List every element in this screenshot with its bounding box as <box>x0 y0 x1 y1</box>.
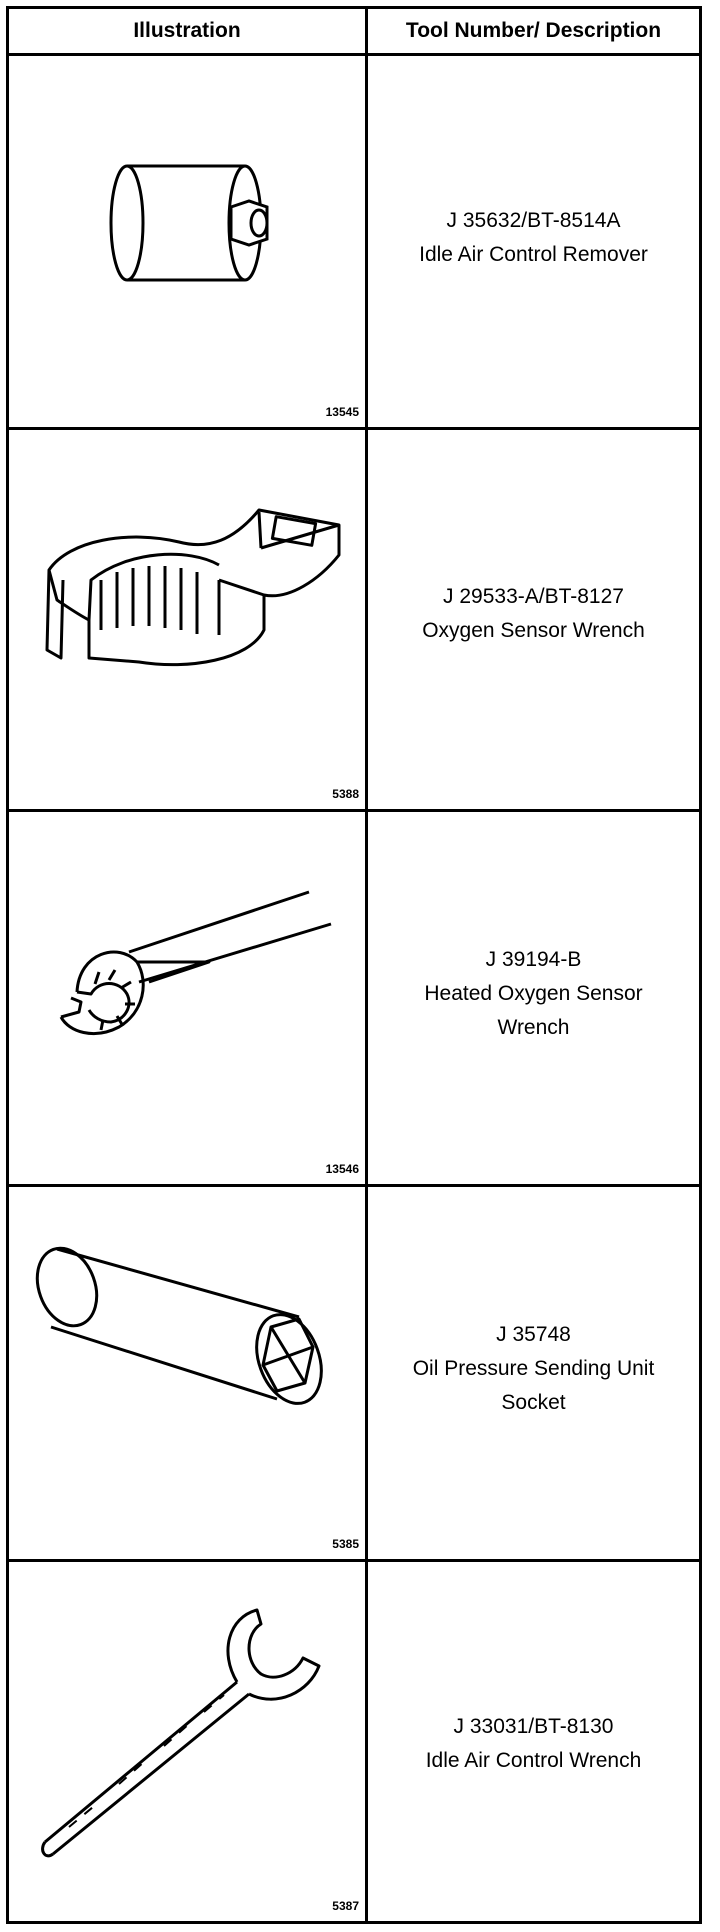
table-row: 13545 J 35632/BT-8514A Idle Air Control … <box>9 56 699 430</box>
tool-description-cell: J 29533-A/BT-8127 Oxygen Sensor Wrench <box>368 580 699 648</box>
crowfoot-wrench-icon <box>45 508 341 667</box>
illustration-cell: 13545 <box>9 56 365 427</box>
figure-number: 5385 <box>332 1537 359 1551</box>
socket-icon <box>109 164 269 282</box>
tool-description-cell: J 39194-B Heated Oxygen Sensor Wrench <box>368 943 699 1045</box>
tool-description: Oil Pressure Sending Unit Socket <box>412 1357 655 1414</box>
table-row: 5387 J 33031/BT-8130 Idle Air Control Wr… <box>9 1562 699 1921</box>
table-row: 13546 J 39194-B Heated Oxygen Sensor Wre… <box>9 812 699 1187</box>
tool-description-cell: J 35632/BT-8514A Idle Air Control Remove… <box>368 204 699 272</box>
open-end-wrench-icon <box>41 1608 321 1858</box>
tool-number: J 39194-B <box>485 948 582 971</box>
row-divider <box>9 427 699 430</box>
tool-description: Heated Oxygen Sensor Wrench <box>424 982 643 1039</box>
deep-socket-icon <box>35 1246 323 1405</box>
tool-description-cell: J 33031/BT-8130 Idle Air Control Wrench <box>368 1710 699 1778</box>
illustration-cell: 5388 <box>9 430 365 809</box>
tool-number: J 35632/BT-8514A <box>446 209 621 232</box>
figure-number: 5388 <box>332 787 359 801</box>
special-tools-table: Illustration Tool Number/ Description 13… <box>6 6 702 1924</box>
row-divider <box>9 1184 699 1187</box>
illustration-cell: 5387 <box>9 1562 365 1921</box>
figure-number: 13546 <box>325 1162 359 1176</box>
tool-description-cell: J 35748 Oil Pressure Sending Unit Socket <box>368 1318 699 1420</box>
table-row: 5385 J 35748 Oil Pressure Sending Unit S… <box>9 1187 699 1562</box>
table-header: Illustration Tool Number/ Description <box>9 9 699 56</box>
row-divider <box>9 809 699 812</box>
tool-description: Idle Air Control Remover <box>419 243 648 266</box>
tool-description: Idle Air Control Wrench <box>425 1749 642 1772</box>
illustration-cell: 13546 <box>9 812 365 1184</box>
flare-nut-wrench-icon <box>59 890 332 1036</box>
tool-number: J 35748 <box>496 1323 571 1346</box>
figure-number: 13545 <box>325 405 359 419</box>
tool-description: Oxygen Sensor Wrench <box>422 619 645 642</box>
tool-number: J 33031/BT-8130 <box>453 1715 614 1738</box>
illustration-cell: 5385 <box>9 1187 365 1559</box>
header-illustration: Illustration <box>133 19 241 42</box>
tool-number: J 29533-A/BT-8127 <box>443 585 624 608</box>
column-divider <box>365 9 368 1921</box>
header-tool-description: Tool Number/ Description <box>405 19 662 42</box>
row-divider <box>9 1559 699 1562</box>
table-row: 5388 J 29533-A/BT-8127 Oxygen Sensor Wre… <box>9 430 699 812</box>
figure-number: 5387 <box>332 1899 359 1913</box>
